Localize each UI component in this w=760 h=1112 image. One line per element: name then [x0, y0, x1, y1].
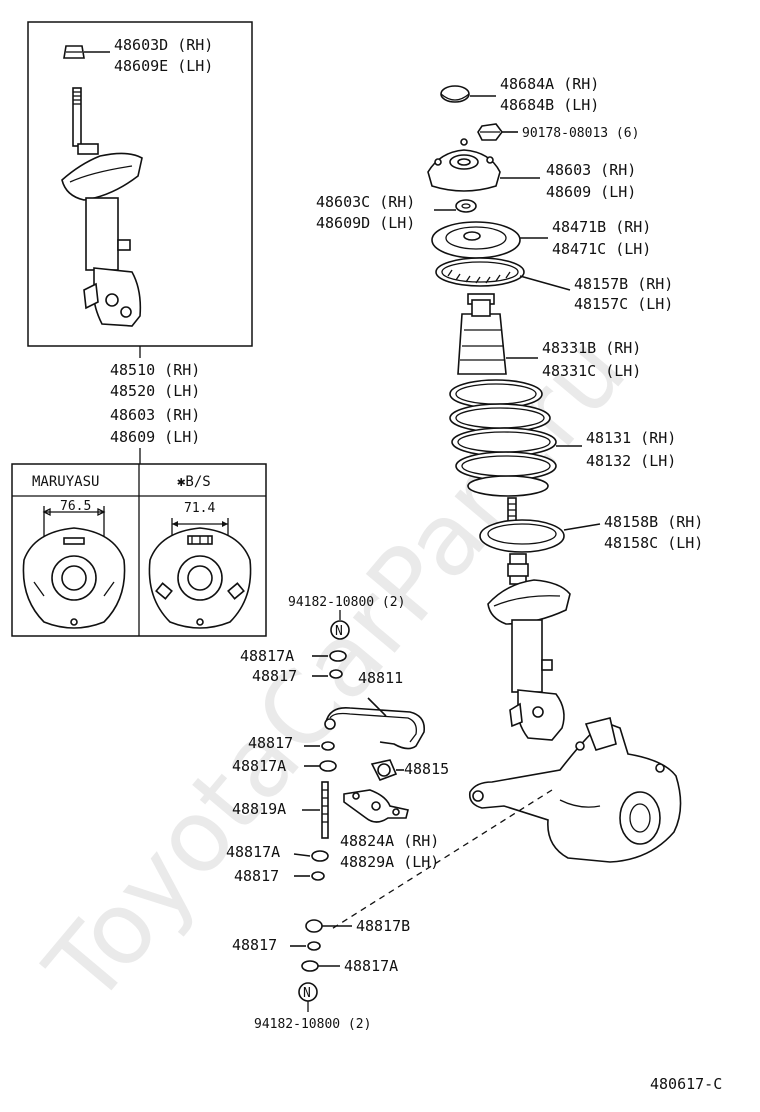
washer-stack-upper — [329, 650, 347, 679]
strut-assembly-drawing — [61, 45, 143, 327]
bracket-label-lh: 48829A (LH) — [340, 853, 439, 871]
upper-spring-seat — [431, 221, 521, 259]
maruyasu-mount-drawing — [22, 506, 126, 629]
shock-absorber — [487, 553, 571, 741]
support-label-rh: 48603 (RH) — [546, 161, 636, 179]
bearing-label-rh: 48603C (RH) — [316, 193, 415, 211]
washer-3-label: 48817 — [234, 867, 279, 885]
washer-stack-lower — [311, 850, 329, 881]
bs-mount-drawing — [148, 518, 252, 629]
washer-a3-label: 48817A — [226, 843, 280, 861]
lower-insulator-label-rh: 48158B (RH) — [604, 513, 703, 531]
bushing-label: 48815 — [404, 760, 449, 778]
bracket-label-rh: 48824A (RH) — [340, 832, 439, 850]
link-bolt — [321, 781, 329, 839]
upper-seat-label-lh: 48471C (LH) — [552, 240, 651, 258]
washer-a1-label: 48817A — [240, 647, 294, 665]
stabilizer-label: 48811 — [358, 669, 403, 687]
maruyasu-dimension: 76.5 — [60, 499, 91, 514]
link-bolt-label: 48819A — [232, 800, 286, 818]
bracket — [343, 789, 409, 823]
washer-a4-label: 48817A — [344, 957, 398, 975]
strut-nut-label-rh: 48603D (RH) — [114, 36, 213, 54]
strut-assembly-label-lh: 48520 (LH) — [110, 382, 200, 400]
insulator-label-lh: 48157C (LH) — [574, 295, 673, 313]
spring-label-lh: 48132 (LH) — [586, 452, 676, 470]
knuckle-and-arm — [468, 717, 682, 863]
bump-stop-label-lh: 48331C (LH) — [542, 362, 641, 380]
spring-insulator — [435, 257, 525, 287]
svg-text:N: N — [303, 986, 311, 1001]
washer-stack-bottom — [301, 919, 323, 972]
dust-cap — [440, 85, 470, 103]
support-note-label-rh: 48603 (RH) — [110, 406, 200, 424]
strut-assembly-label-rh: 48510 (RH) — [110, 361, 200, 379]
bushing — [370, 759, 398, 782]
svg-text:N: N — [335, 624, 343, 639]
nut-top-symbol: N — [330, 620, 350, 640]
lower-insulator-label-lh: 48158C (LH) — [604, 534, 703, 552]
nut-label: 90178-08013 (6) — [522, 126, 639, 141]
washer-a2-label: 48817A — [232, 757, 286, 775]
spring-label-rh: 48131 (RH) — [586, 429, 676, 447]
support-variants-table — [11, 463, 267, 637]
bs-dimension: 71.4 — [184, 501, 215, 516]
bump-stop — [457, 293, 507, 375]
cap-label-lh: 48684B (LH) — [500, 96, 599, 114]
mount-nut — [477, 123, 503, 141]
table-header-maruyasu: MARUYASU — [32, 474, 99, 490]
bump-stop-label-rh: 48331B (RH) — [542, 339, 641, 357]
lower-insulator-and-rod — [479, 497, 565, 553]
insulator-label-rh: 48157B (RH) — [574, 275, 673, 293]
support-note-label-lh: 48609 (LH) — [110, 428, 200, 446]
table-header-bs: ✱B/S — [177, 474, 211, 490]
washer-1-label: 48817 — [252, 667, 297, 685]
cap-label-rh: 48684A (RH) — [500, 75, 599, 93]
stabilizer-bar — [324, 706, 426, 750]
nut-top-label: 94182-10800 (2) — [288, 595, 405, 610]
washer-2-label: 48817 — [248, 734, 293, 752]
washer-4-label: 48817 — [232, 936, 277, 954]
diagram-code: 480617-C — [650, 1075, 722, 1093]
strut-nut-label-lh: 48609E (LH) — [114, 57, 213, 75]
upper-seat-label-rh: 48471B (RH) — [552, 218, 651, 236]
washer-stack-middle — [319, 741, 337, 772]
coil-spring — [449, 379, 557, 497]
nut-bottom-label: 94182-10800 (2) — [254, 1017, 371, 1032]
washer-b-label: 48817B — [356, 917, 410, 935]
bearing-label-lh: 48609D (LH) — [316, 214, 415, 232]
support-label-lh: 48609 (LH) — [546, 183, 636, 201]
nut-bottom-symbol: N — [298, 982, 318, 1002]
bearing — [455, 199, 477, 213]
strut-support — [427, 138, 501, 192]
